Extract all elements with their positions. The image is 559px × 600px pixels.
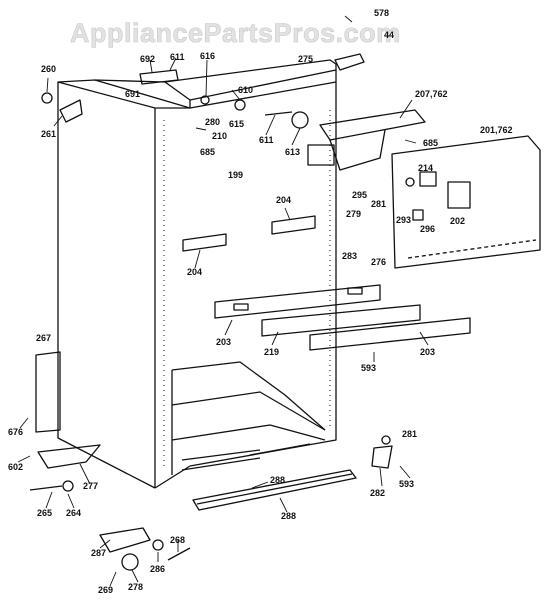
callout-287: 287 — [91, 548, 107, 558]
callout-676: 676 — [8, 427, 24, 437]
callout-202: 202 — [450, 216, 466, 226]
brackets-204 — [182, 215, 316, 252]
callout-267: 267 — [36, 333, 52, 343]
callout-288-lower: 288 — [281, 511, 297, 521]
fan-shroud — [307, 109, 426, 171]
callout-204-right: 204 — [276, 195, 292, 205]
callout-261: 261 — [41, 129, 57, 139]
callout-692: 692 — [140, 54, 156, 64]
top-hinge — [41, 53, 393, 469]
callout-199: 199 — [228, 170, 244, 180]
callout-685-left: 685 — [200, 147, 216, 157]
callout-279: 279 — [346, 209, 362, 219]
callout-277: 277 — [83, 481, 99, 491]
callout-578: 578 — [374, 8, 390, 18]
callout-264: 264 — [66, 508, 82, 518]
callout-278: 278 — [128, 582, 144, 592]
control-panel — [391, 135, 541, 269]
callout-280: 280 — [205, 117, 221, 127]
callout-593-bottom: 593 — [399, 479, 415, 489]
callout-611-right: 611 — [259, 135, 274, 145]
watermark: AppliancePartsPros.com — [70, 18, 401, 49]
mullion-rails — [214, 284, 471, 351]
callout-281-bottom: 281 — [402, 429, 418, 439]
callout-265: 265 — [37, 508, 53, 518]
callout-210: 210 — [212, 131, 228, 141]
callout-610: 610 — [238, 85, 254, 95]
callout-295: 295 — [352, 190, 368, 200]
leader-lines — [17, 15, 429, 587]
callout-613: 613 — [285, 147, 301, 157]
callout-281-top: 281 — [371, 199, 387, 209]
callout-286: 286 — [150, 564, 166, 574]
callout-593-top: 593 — [361, 363, 377, 373]
callout-293: 293 — [396, 215, 412, 225]
cabinet-case — [57, 59, 337, 489]
callout-602: 602 — [8, 462, 24, 472]
callout-207-762: 207,762 — [415, 89, 448, 99]
callout-203-right: 203 — [420, 347, 436, 357]
callout-691: 691 — [125, 89, 141, 99]
callout-219: 219 — [264, 347, 280, 357]
callout-296: 296 — [420, 224, 436, 234]
base-grille — [192, 469, 357, 511]
callout-203-left: 203 — [216, 337, 232, 347]
callout-275: 275 — [298, 54, 314, 64]
callout-616: 616 — [200, 51, 216, 61]
side-panel-267 — [35, 351, 61, 433]
callout-276: 276 — [371, 257, 387, 267]
callout-260: 260 — [41, 64, 57, 74]
callout-201-762: 201,762 — [480, 125, 513, 135]
callout-268: 268 — [170, 535, 186, 545]
callout-214: 214 — [418, 163, 434, 173]
bottom-hinge — [29, 444, 191, 571]
callout-288-upper: 288 — [270, 475, 286, 485]
callout-282: 282 — [370, 488, 386, 498]
callout-283: 283 — [342, 251, 358, 261]
callout-615: 615 — [229, 119, 245, 129]
callout-611-top: 611 — [170, 52, 185, 62]
callout-204-left: 204 — [187, 267, 203, 277]
callout-44: 44 — [384, 30, 395, 40]
callout-269: 269 — [98, 585, 114, 595]
callout-685-right: 685 — [423, 138, 439, 148]
